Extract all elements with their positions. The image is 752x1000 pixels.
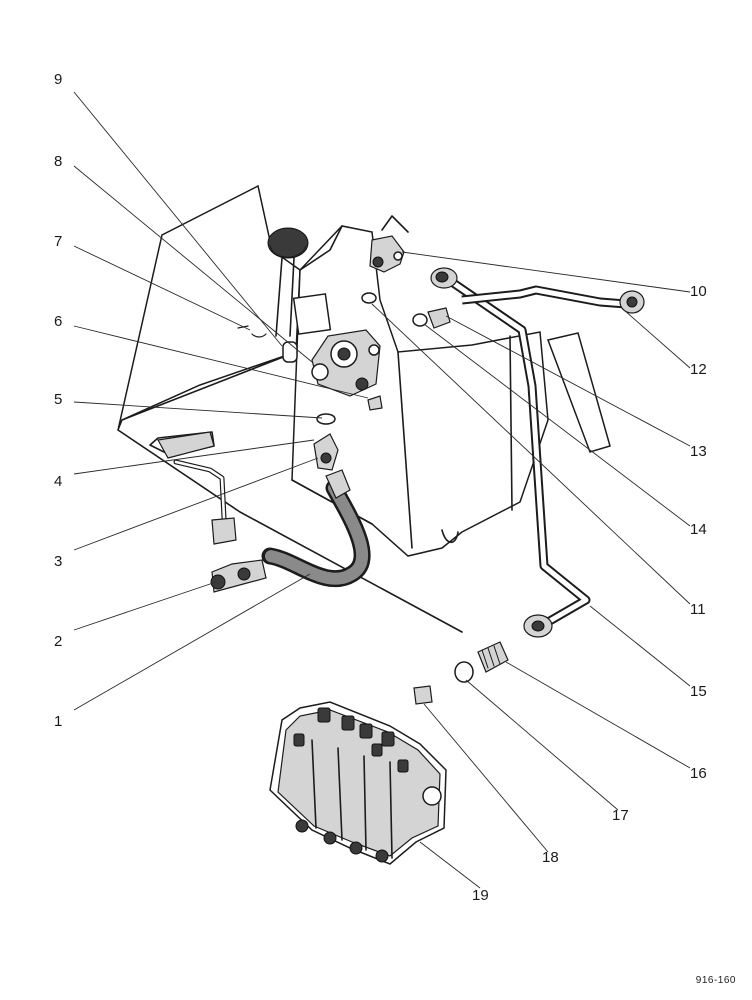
callout-labels: 9 8 7 6 5 4 3 2 1 10 12 13 14 11 15 16 1… — [54, 71, 707, 904]
lower-fittings — [413, 641, 509, 705]
callout-4: 4 — [54, 473, 62, 490]
callout-19: 19 — [472, 887, 489, 904]
callout-13: 13 — [690, 443, 707, 460]
callout-5: 5 — [54, 391, 62, 408]
small-fittings — [237, 292, 383, 425]
callout-9: 9 — [54, 71, 62, 88]
left-pipe — [173, 459, 237, 545]
callout-14: 14 — [690, 521, 707, 538]
adapter-fitting — [412, 307, 451, 329]
callout-16: 16 — [690, 765, 707, 782]
callout-10: 10 — [690, 283, 707, 300]
callout-2: 2 — [54, 633, 62, 650]
pipe-long — [430, 267, 591, 638]
callout-6: 6 — [54, 313, 62, 330]
elbow-fitting-mid — [313, 433, 339, 471]
left-housing — [117, 184, 463, 633]
callout-7: 7 — [54, 233, 62, 250]
callout-11: 11 — [690, 601, 706, 618]
figure-number: 916-160 — [695, 975, 736, 986]
elbow-fitting-top — [369, 215, 409, 273]
callout-18: 18 — [542, 849, 559, 866]
callout-8: 8 — [54, 153, 62, 170]
control-lever — [267, 227, 332, 363]
callout-15: 15 — [690, 683, 707, 700]
pipe-short — [461, 285, 645, 314]
hose — [261, 469, 371, 588]
swivel-fitting — [210, 559, 267, 593]
leader-lines — [73, 91, 691, 889]
control-valve-assembly — [269, 701, 447, 865]
callout-17: 17 — [612, 807, 629, 824]
valve-body — [311, 329, 381, 397]
callout-1: 1 — [54, 713, 62, 730]
callout-3: 3 — [54, 553, 62, 570]
right-housing — [291, 225, 611, 557]
callout-12: 12 — [690, 361, 707, 378]
